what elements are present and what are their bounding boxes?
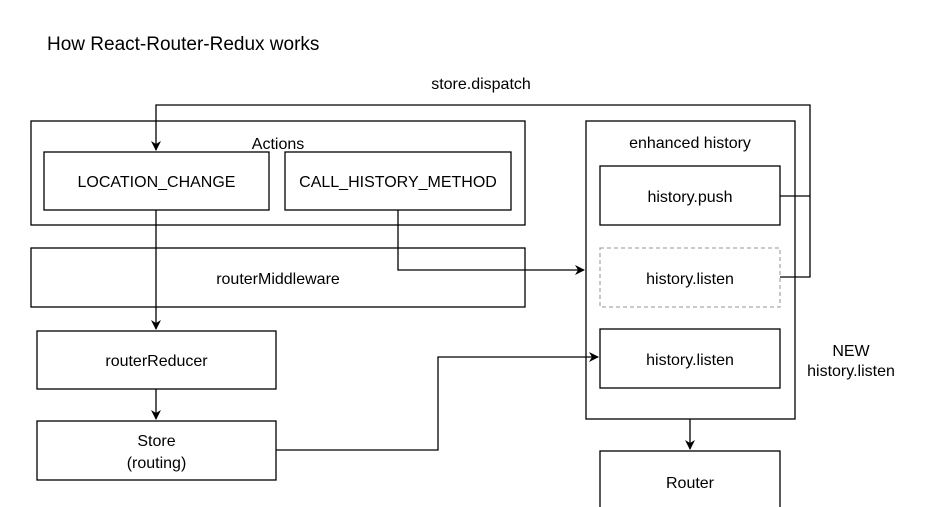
history-push-label: history.push — [647, 189, 732, 206]
history-listen-new-label: history.listen — [646, 352, 734, 369]
new-annotation-line1: NEW — [832, 343, 870, 360]
router-label: Router — [666, 475, 715, 492]
actions-container — [30, 120, 526, 226]
call-history-method-label: CALL_HISTORY_METHOD — [299, 174, 497, 191]
call-history-to-enhanced-history-edge — [397, 210, 585, 275]
new-annotation-line2: history.listen — [807, 363, 895, 380]
history-listen-old-label: history.listen — [646, 271, 734, 288]
enhanced-history-label: enhanced history — [629, 135, 751, 152]
history-push-node — [599, 165, 781, 226]
router-middleware-node — [30, 247, 526, 308]
diagram-title: How React-Router-Redux works — [47, 34, 320, 55]
history-listen-old-node — [599, 247, 781, 308]
store-label-line2: (routing) — [127, 455, 187, 472]
router-node — [599, 450, 781, 507]
actions-label: Actions — [252, 136, 304, 153]
location-change-node — [43, 151, 270, 211]
history-listen-new-node — [599, 328, 781, 389]
store-label-line1: Store — [137, 433, 175, 450]
store-dispatch-label: store.dispatch — [431, 76, 531, 93]
dispatch-loop-edge — [151, 104, 811, 278]
router-reducer-label: routerReducer — [105, 353, 208, 370]
location-change-label: LOCATION_CHANGE — [78, 174, 236, 191]
router-middleware-label: routerMiddleware — [216, 271, 340, 288]
store-to-history-listen-edge — [276, 352, 599, 451]
call-history-method-node — [284, 151, 512, 211]
store-node — [36, 420, 277, 481]
